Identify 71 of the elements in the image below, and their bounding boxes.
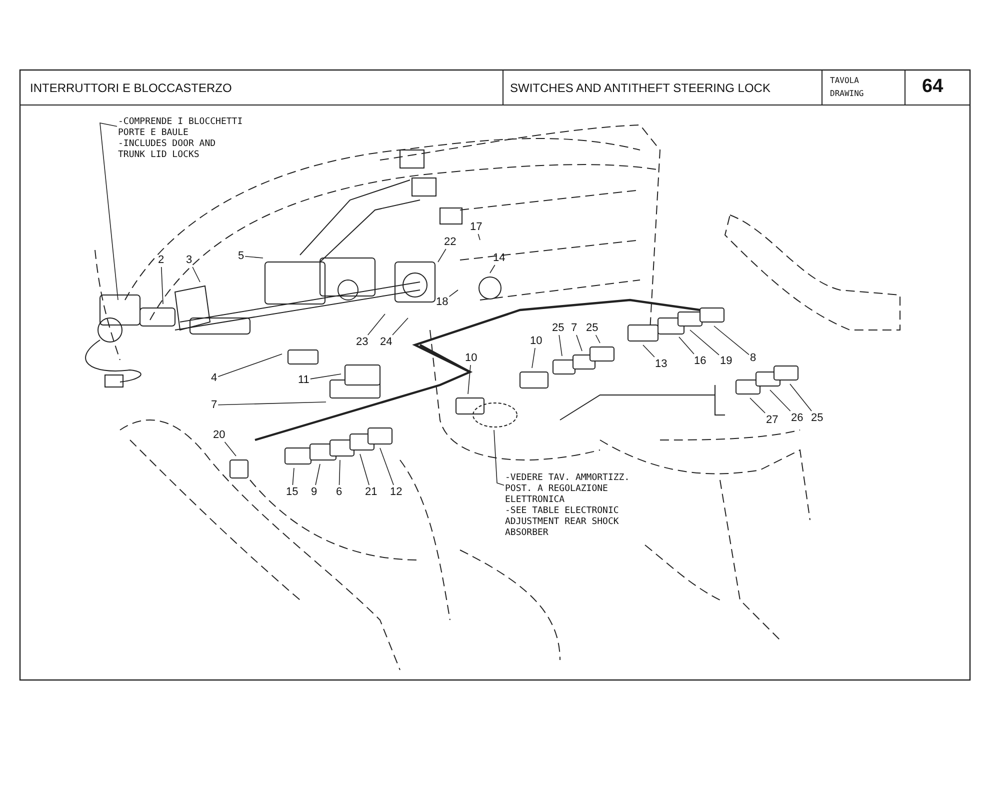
leader-line [642,344,655,358]
leader-line [478,234,480,240]
callout-number: 25 [811,412,824,424]
callout-number: 21 [365,486,378,498]
callout-number: 12 [390,486,402,498]
leader-line [770,390,791,412]
callout-number: 22 [444,236,456,248]
callout-number: 20 [213,429,226,441]
callout-number: 26 [791,412,804,424]
callout-number: 18 [436,296,448,308]
leader-line [224,442,236,456]
leader-line [380,448,394,486]
note-text: -VEDERE TAV. AMMORTIZZ. POST. A REGOLAZIONE ELETTRONICA [505,473,631,506]
leader-line [448,290,458,298]
leader-line [244,256,264,258]
callout-number: 15 [286,486,298,498]
note-text: -COMPRENDE I BLOCCHETTI PORTE E BAULE [118,117,244,139]
leader-line [558,334,562,356]
leader-line [310,374,342,380]
callout-number: 24 [380,336,392,348]
callout-number: 7 [211,399,218,411]
callout-number: 7 [571,322,578,334]
callout-number: 9 [311,486,318,498]
leader-line [468,364,471,394]
leader-line [678,336,694,354]
header-label: TAVOLA [830,76,859,85]
callout-number: 13 [655,358,668,370]
callout-number: 10 [530,335,542,347]
title-translation: SWITCHES AND ANTITHEFT STEERING LOCK [510,81,770,95]
callout-number: 27 [766,414,778,426]
callout-number: 23 [356,336,368,348]
leader-line [100,122,118,300]
callout-number: 8 [750,352,756,364]
leader-line [532,348,536,368]
leader-line [392,318,408,336]
callout-number: 5 [238,250,244,262]
callout-number: 16 [694,355,706,367]
callout-number: 3 [186,254,192,266]
callout-number: 4 [211,372,218,384]
header-label: DRAWING [830,89,864,98]
leader-line [360,454,370,486]
leader-line [315,464,320,486]
leader-line [490,264,496,274]
leader-line [218,402,326,406]
leader-line [790,384,812,412]
leader-line [576,334,582,352]
leader-line [218,354,282,377]
leader-line [338,460,340,486]
leader-line [595,334,600,344]
leader-line [160,266,164,304]
leader-line [367,314,386,336]
callout-number: 17 [470,221,482,233]
leader-line [192,266,200,282]
note-text: -INCLUDES DOOR AND TRUNK LID LOCKS [118,139,217,161]
leader-line [292,468,294,486]
callout-number: 2 [158,254,164,266]
callout-number: 10 [465,352,478,364]
leader-line [750,398,766,414]
callout-number: 11 [298,374,310,386]
leader-line [438,248,446,262]
callout-number: 14 [493,252,506,264]
leader-line [690,330,720,356]
title: INTERRUTTORI E BLOCCASTERZO [30,81,232,95]
callout-number: 25 [552,322,564,334]
drawing-number: 64 [922,76,944,98]
leader-line [494,430,504,486]
callout-number: 6 [336,486,342,498]
callout-number: 19 [720,355,732,367]
callout-number: 25 [586,322,598,334]
note-text: -SEE TABLE ELECTRONIC ADJUSTMENT REAR SHOCK ABSORBER [505,506,620,539]
leader-line [714,326,750,356]
